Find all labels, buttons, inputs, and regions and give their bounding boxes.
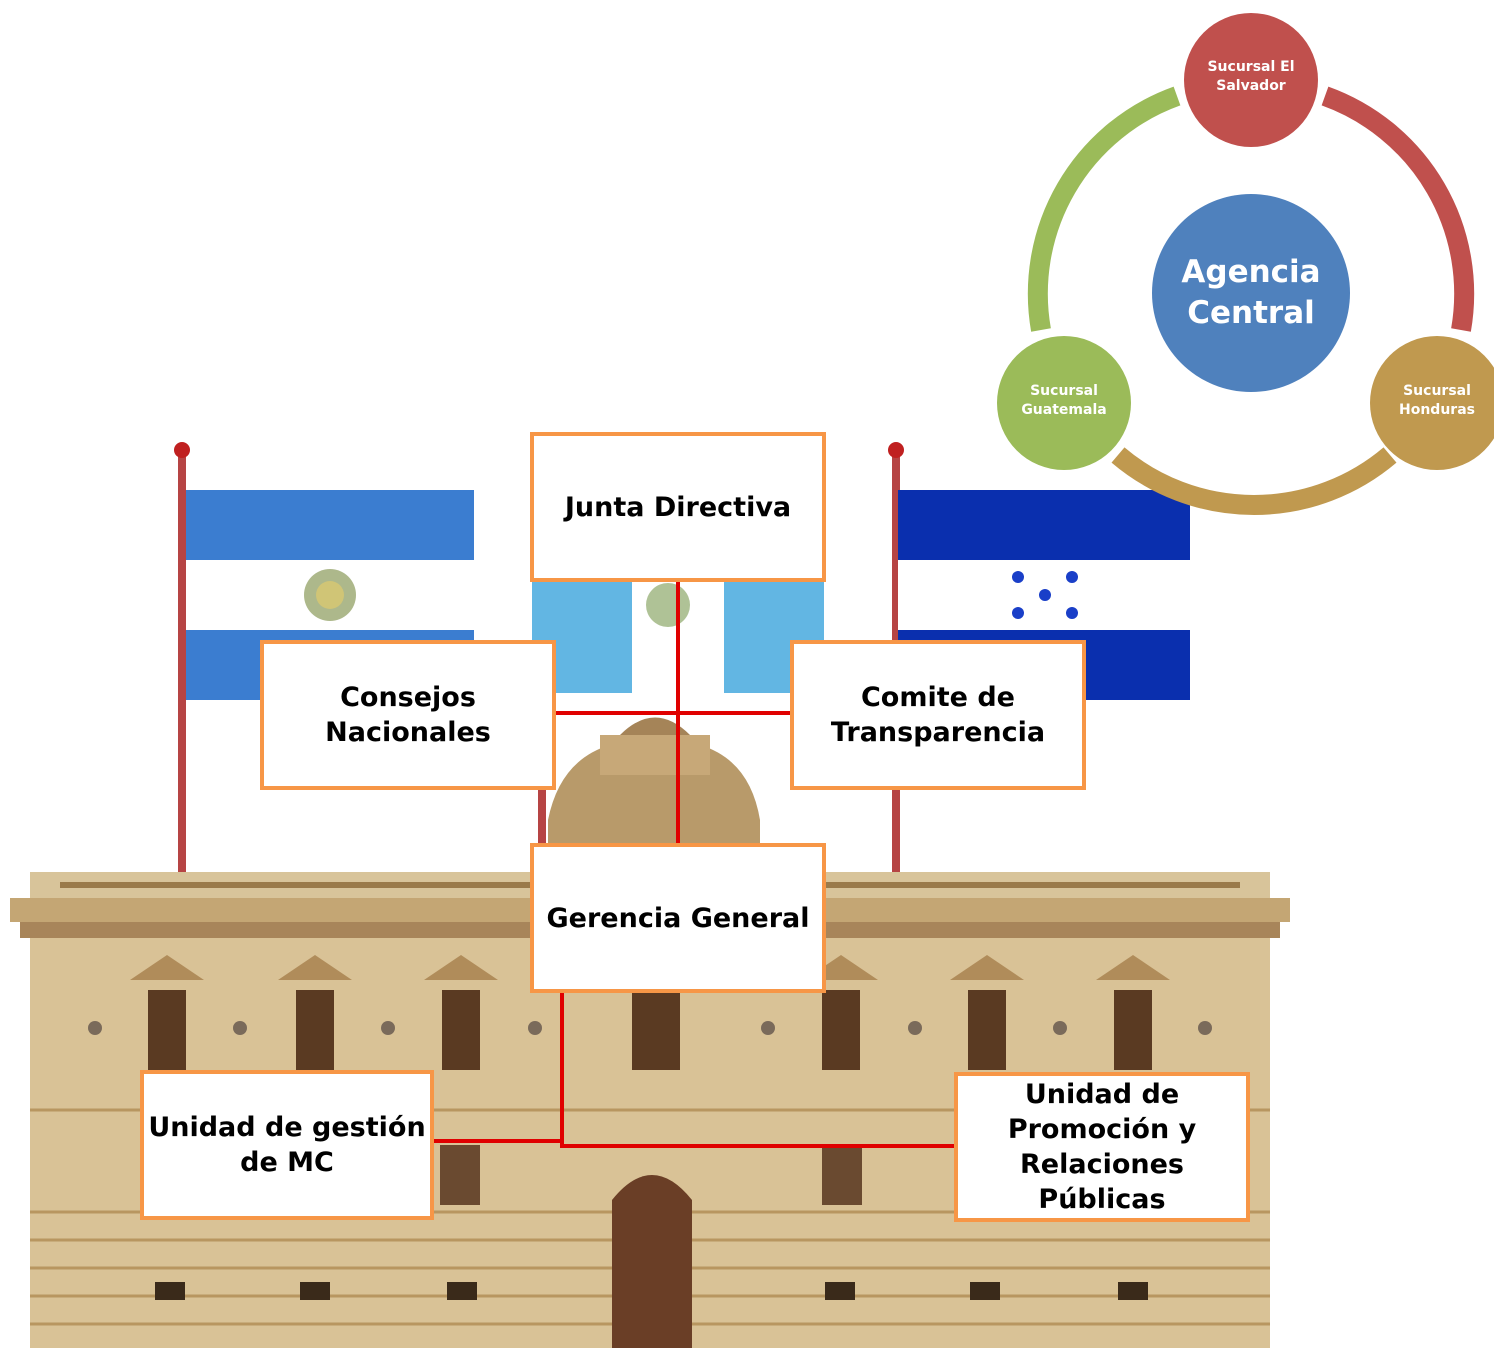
node-honduras bbox=[1370, 336, 1494, 470]
guatemala-label: Sucursal Guatemala bbox=[1021, 383, 1107, 418]
comite-transparencia-box: Comite de Transparencia bbox=[790, 640, 1086, 790]
arc-el-salvador-to-honduras bbox=[1321, 86, 1475, 332]
building-illustration bbox=[10, 717, 1290, 1348]
arc-guatemala-to-el-salvador bbox=[1027, 86, 1181, 332]
unidad-promocion-box: Unidad de Promoción y Relaciones Pública… bbox=[954, 1072, 1250, 1222]
node-el-salvador bbox=[1184, 13, 1318, 147]
cycle-ring bbox=[1027, 86, 1475, 515]
node-agencia-central bbox=[1152, 194, 1350, 392]
org-connectors bbox=[430, 578, 956, 1148]
gerencia-general-box: Gerencia General bbox=[530, 843, 826, 993]
consejos-nacionales-box: Consejos Nacionales bbox=[260, 640, 556, 790]
agencia-central-label: Agencia Central bbox=[1181, 254, 1321, 331]
unidad-gestion-box: Unidad de gestión de MC bbox=[140, 1070, 434, 1220]
arc-honduras-to-guatemala bbox=[1111, 447, 1397, 515]
el-salvador-label: Sucursal El Salvador bbox=[1207, 59, 1295, 94]
junta-directiva-box: Junta Directiva bbox=[530, 432, 826, 582]
node-guatemala bbox=[997, 336, 1131, 470]
honduras-label: Sucursal Honduras bbox=[1399, 383, 1475, 418]
